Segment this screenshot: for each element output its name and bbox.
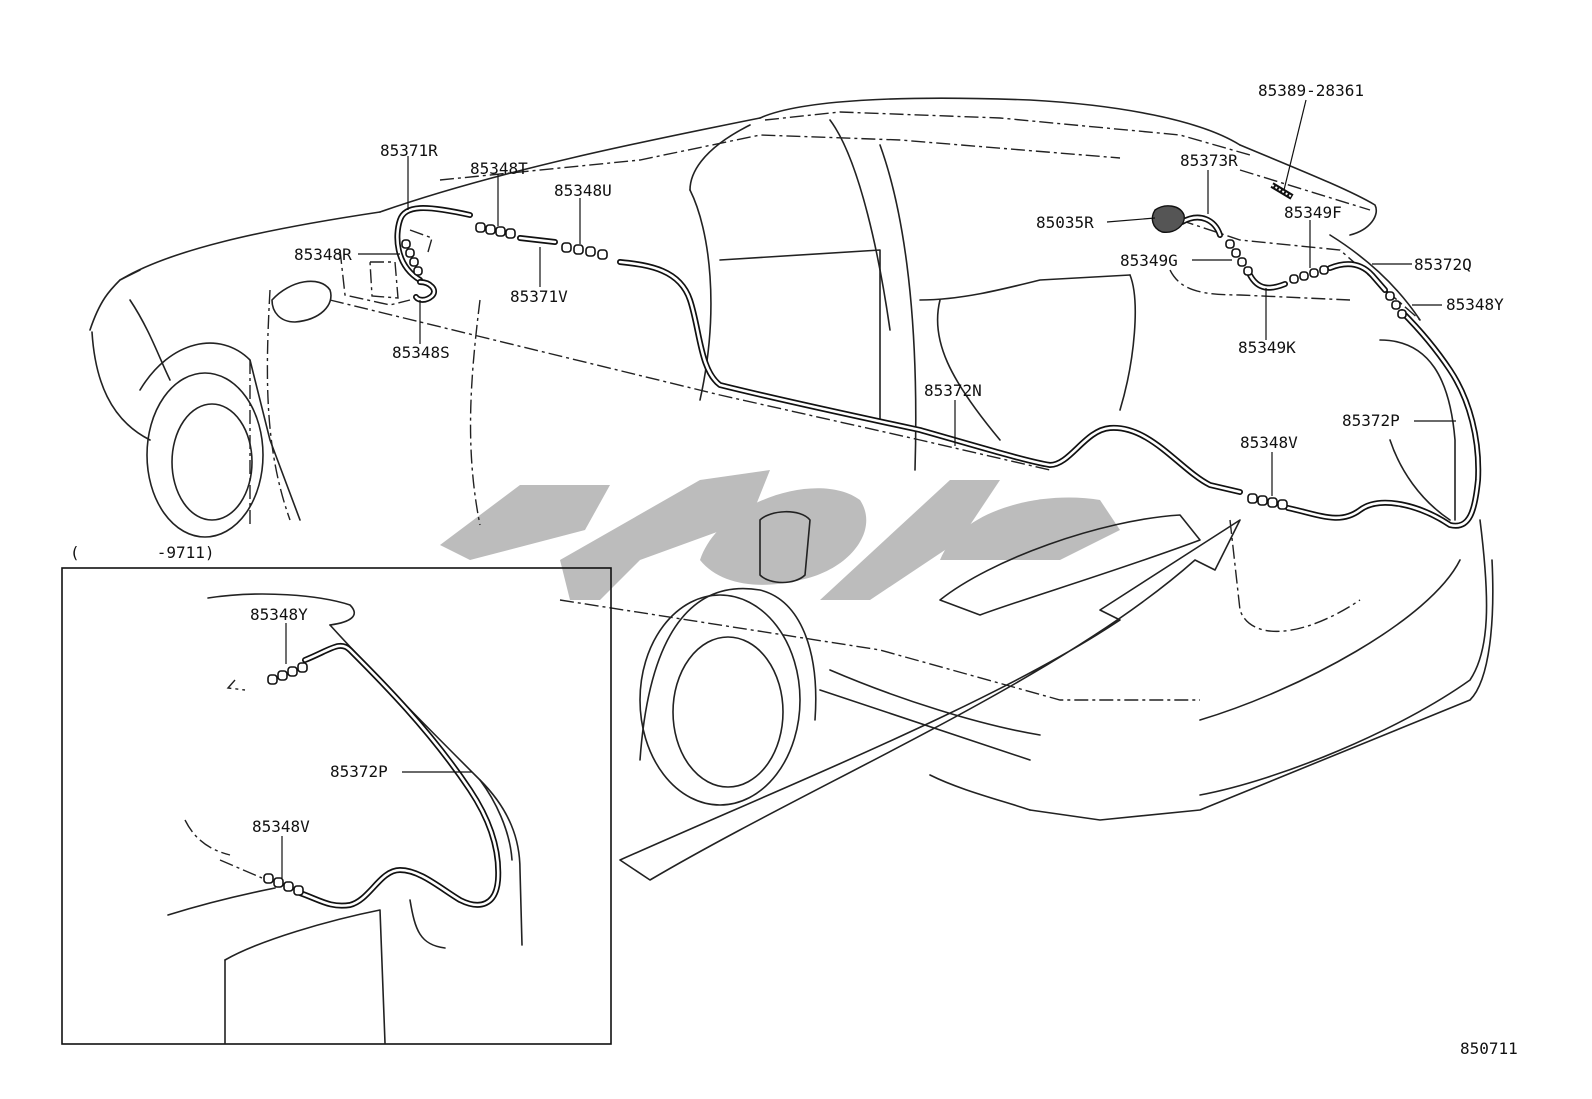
callout-85348R: 85348R [294, 245, 352, 264]
callout-85373R: 85373R [1180, 151, 1238, 170]
callout-85371V: 85371V [510, 287, 568, 306]
callout-85348Y: 85348Y [1446, 295, 1504, 314]
inset-range-label: ( -9711) [70, 543, 215, 562]
callout-85348T: 85348T [470, 159, 528, 178]
callout-85372P: 85372P [1342, 411, 1400, 430]
inset-callout-85348Y: 85348Y [250, 605, 308, 624]
callout-85348V: 85348V [1240, 433, 1298, 452]
leader-lines [358, 99, 1456, 496]
callout-85372Q: 85372Q [1414, 255, 1472, 274]
callout-85035R: 85035R [1036, 213, 1094, 232]
callout-85389-28361: 85389-28361 [1258, 81, 1364, 100]
callout-85349G: 85349G [1120, 251, 1178, 270]
figure-number: 850711 [1460, 1039, 1518, 1058]
inset-callout-85348V: 85348V [252, 817, 310, 836]
inset-frame [61, 567, 612, 1045]
washer-tank-bracket [339, 229, 433, 306]
callout-85349K: 85349K [1238, 338, 1296, 357]
washer-nozzle-part [1151, 205, 1185, 233]
washer-hose-main-run [394, 205, 1482, 529]
vehicle-outline [89, 97, 1494, 881]
callout-85348U: 85348U [554, 181, 612, 200]
callout-85349F: 85349F [1284, 203, 1342, 222]
callouts: 85389-28361 85371R 85348T 85348U 85373R … [294, 81, 1504, 452]
callout-85371R: 85371R [380, 141, 438, 160]
watermark-logo [440, 470, 1120, 600]
hose-clip-part [1270, 182, 1294, 200]
callout-85372N: 85372N [924, 381, 982, 400]
callout-85348S: 85348S [392, 343, 450, 362]
hose-joints [401, 222, 1407, 510]
inset-detail: ( -9711) 85348Y 85372P 85348V [61, 543, 612, 1045]
inset-callout-85372P: 85372P [330, 762, 388, 781]
